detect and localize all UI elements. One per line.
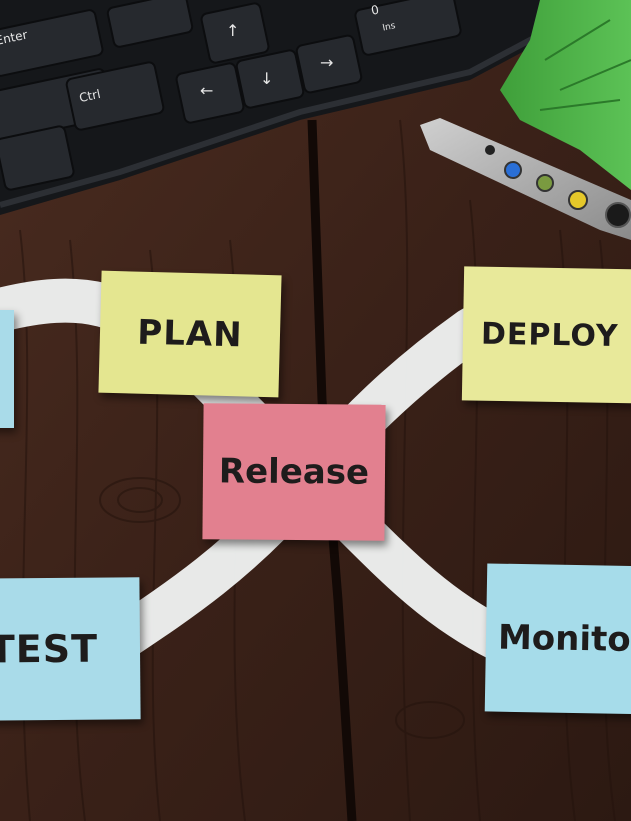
arrow-up-glyph: ↑ <box>226 21 239 40</box>
note-monitor-label: Monito <box>497 617 631 660</box>
note-release-label: Release <box>218 451 370 493</box>
arrow-right-glyph: → <box>320 53 333 72</box>
keyboard: Enter Ctrl 0 Ins ↑ ← ↓ → <box>0 0 560 215</box>
circuit-board <box>420 0 631 240</box>
note-deploy-label: DEPLOY <box>480 316 619 354</box>
sticky-note-test: TEST <box>0 577 141 721</box>
key-ins-label: Ins <box>382 21 397 34</box>
arrow-down-glyph: ↓ <box>260 69 273 88</box>
arrow-left-glyph: ← <box>200 81 213 100</box>
sticky-note-monitor: Monito <box>484 563 631 715</box>
sticky-note-partial-left <box>0 310 14 428</box>
note-plan-label: PLAN <box>136 312 244 356</box>
sticky-note-plan: PLAN <box>98 270 282 398</box>
sticky-note-release: Release <box>202 403 386 541</box>
key-ctrl-label: Ctrl <box>78 87 102 105</box>
note-test-label: TEST <box>0 626 99 672</box>
key-zero-label: 0 <box>370 2 380 17</box>
sticky-note-deploy: DEPLOY <box>461 266 631 404</box>
